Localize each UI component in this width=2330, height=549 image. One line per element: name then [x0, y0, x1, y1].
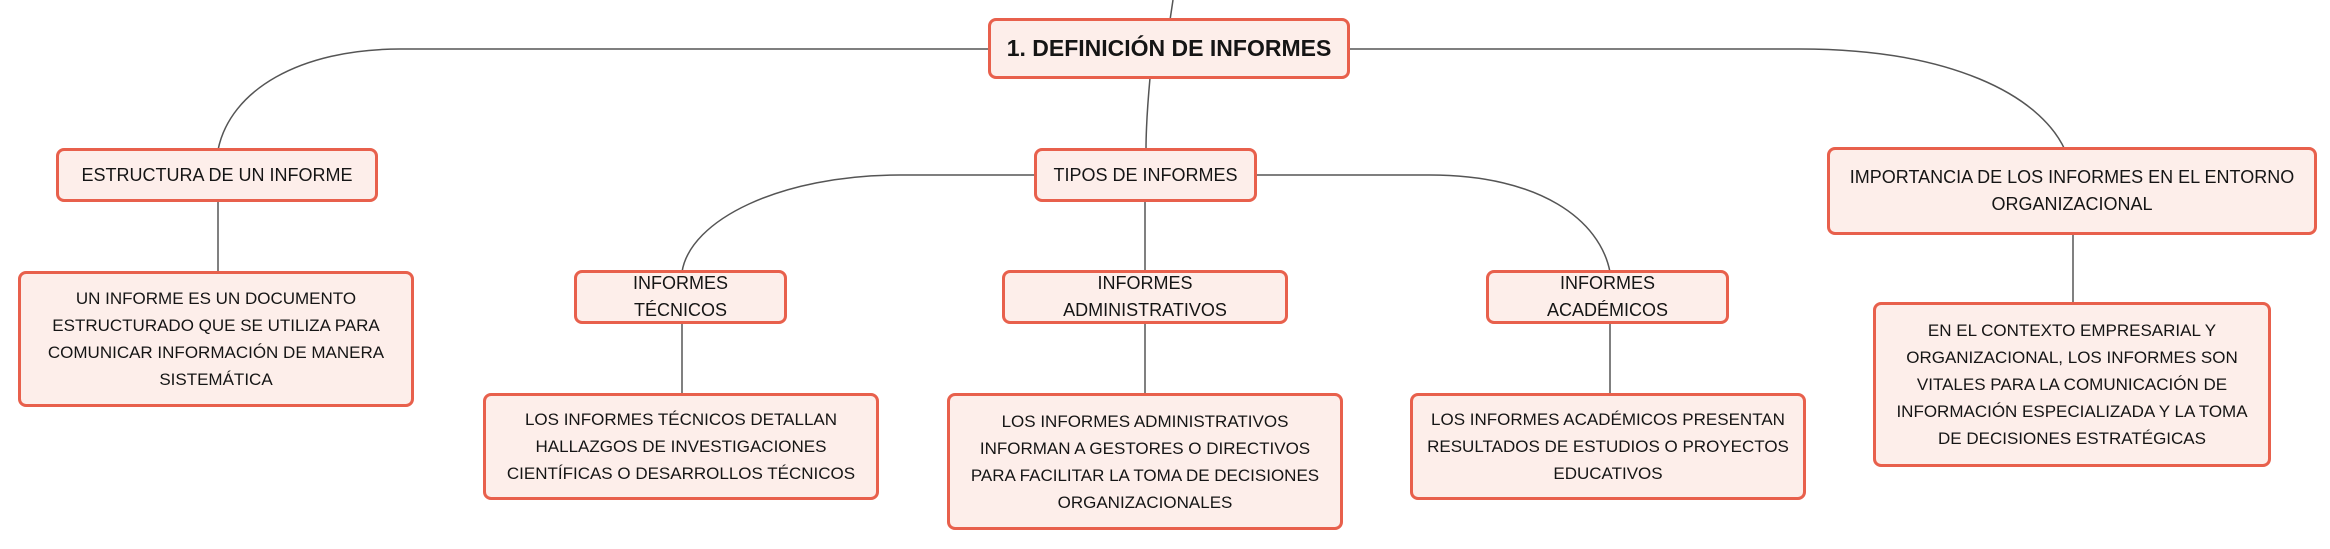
importancia-label: IMPORTANCIA DE LOS INFORMES EN EL ENTORN…	[1849, 167, 2295, 214]
tecnicos-detail-text: LOS INFORMES TÉCNICOS DETALLAN HALLAZGOS…	[506, 410, 856, 483]
connector-root-tipos	[1145, 77, 1151, 151]
academicos-detail-node[interactable]: LOS INFORMES ACADÉMICOS PRESENTAN RESULT…	[1410, 393, 1806, 500]
estructura-node[interactable]: ESTRUCTURA DE UN INFORME	[56, 148, 378, 202]
tecnicos-node[interactable]: INFORMES TÉCNICOS	[574, 270, 787, 324]
root-label: 1. DEFINICIÓN DE INFORMES	[1006, 35, 1332, 61]
estructura-label: ESTRUCTURA DE UN INFORME	[81, 164, 353, 185]
estructura-detail-text: UN INFORME ES UN DOCUMENTO ESTRUCTURADO …	[47, 289, 385, 389]
importancia-node[interactable]: IMPORTANCIA DE LOS INFORMES EN EL ENTORN…	[1827, 147, 2317, 235]
academicos-detail-text: LOS INFORMES ACADÉMICOS PRESENTAN RESULT…	[1427, 410, 1789, 483]
connector-root-estructura	[217, 48, 988, 151]
connector-root-importancia	[1350, 48, 2066, 151]
administrativos-detail-node[interactable]: LOS INFORMES ADMINISTRATIVOS INFORMAN A …	[947, 393, 1343, 530]
tecnicos-detail-node[interactable]: LOS INFORMES TÉCNICOS DETALLAN HALLAZGOS…	[483, 393, 879, 500]
connector-root-parent	[1169, 0, 1174, 21]
academicos-node[interactable]: INFORMES ACADÉMICOS	[1486, 270, 1729, 324]
tipos-label: TIPOS DE INFORMES	[1053, 164, 1238, 185]
root-node[interactable]: 1. DEFINICIÓN DE INFORMES	[988, 18, 1350, 79]
connector-tipos-academicos	[1256, 174, 1611, 273]
tecnicos-label: INFORMES TÉCNICOS	[632, 273, 728, 320]
administrativos-detail-text: LOS INFORMES ADMINISTRATIVOS INFORMAN A …	[970, 411, 1320, 512]
administrativos-node[interactable]: INFORMES ADMINISTRATIVOS	[1002, 270, 1288, 324]
administrativos-label: INFORMES ADMINISTRATIVOS	[1063, 273, 1227, 320]
importancia-detail-text: EN EL CONTEXTO EMPRESARIAL Y ORGANIZACIO…	[1896, 321, 2248, 448]
connector-tipos-tecnicos	[681, 174, 1034, 273]
academicos-label: INFORMES ACADÉMICOS	[1546, 273, 1669, 320]
estructura-detail-node[interactable]: UN INFORME ES UN DOCUMENTO ESTRUCTURADO …	[18, 271, 414, 407]
importancia-detail-node[interactable]: EN EL CONTEXTO EMPRESARIAL Y ORGANIZACIO…	[1873, 302, 2271, 467]
tipos-node[interactable]: TIPOS DE INFORMES	[1034, 148, 1257, 202]
